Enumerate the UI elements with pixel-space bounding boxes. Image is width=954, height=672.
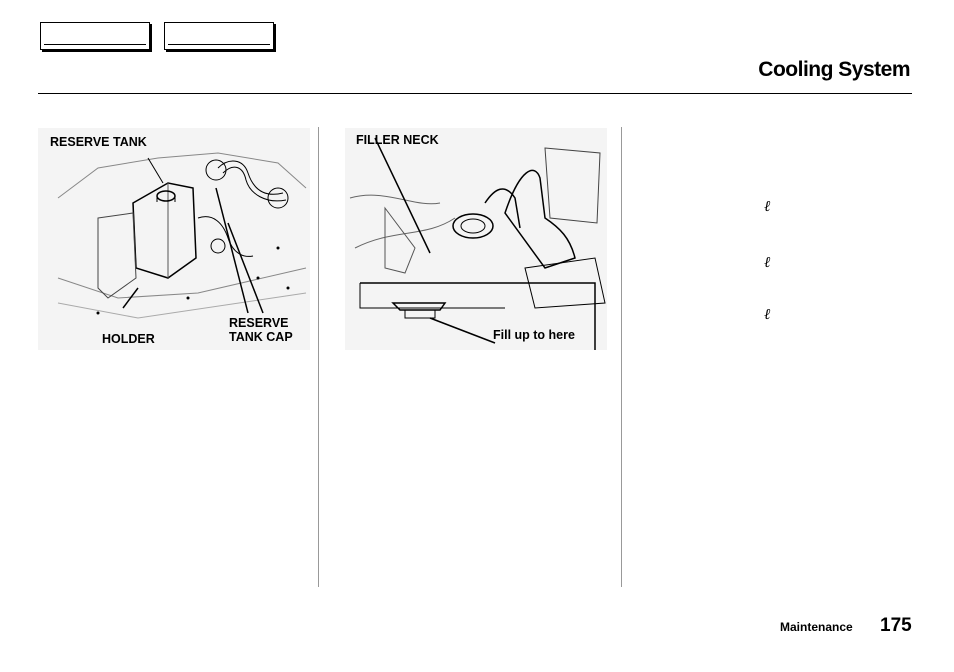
label-reserve: RESERVE <box>229 316 289 330</box>
nav-button-previous[interactable] <box>40 22 150 50</box>
label-filler-neck: FILLER NECK <box>356 133 439 147</box>
nav-button-underline <box>168 44 270 45</box>
label-fill-up-to-here: Fill up to here <box>493 328 575 342</box>
engine-illustration-reserve-tank <box>38 128 310 350</box>
engine-illustration-filler-neck <box>345 128 607 350</box>
filler-neck-drawing <box>349 137 606 350</box>
label-reserve-tank: RESERVE TANK <box>50 135 147 149</box>
reserve-tank-drawing <box>57 152 307 319</box>
page-number: 175 <box>880 615 912 636</box>
label-tank-cap: TANK CAP <box>229 330 293 344</box>
nav-button-next[interactable] <box>164 22 274 50</box>
section-name: Maintenance <box>780 620 853 634</box>
list-bullet: ℓ <box>764 305 771 323</box>
page-title: Cooling System <box>758 58 910 81</box>
list-bullet: ℓ <box>764 197 771 215</box>
header-divider <box>38 93 912 94</box>
column-divider <box>318 127 319 587</box>
label-holder: HOLDER <box>102 332 155 346</box>
column-divider <box>621 127 622 587</box>
nav-button-underline <box>44 44 146 45</box>
list-bullet: ℓ <box>764 253 771 271</box>
